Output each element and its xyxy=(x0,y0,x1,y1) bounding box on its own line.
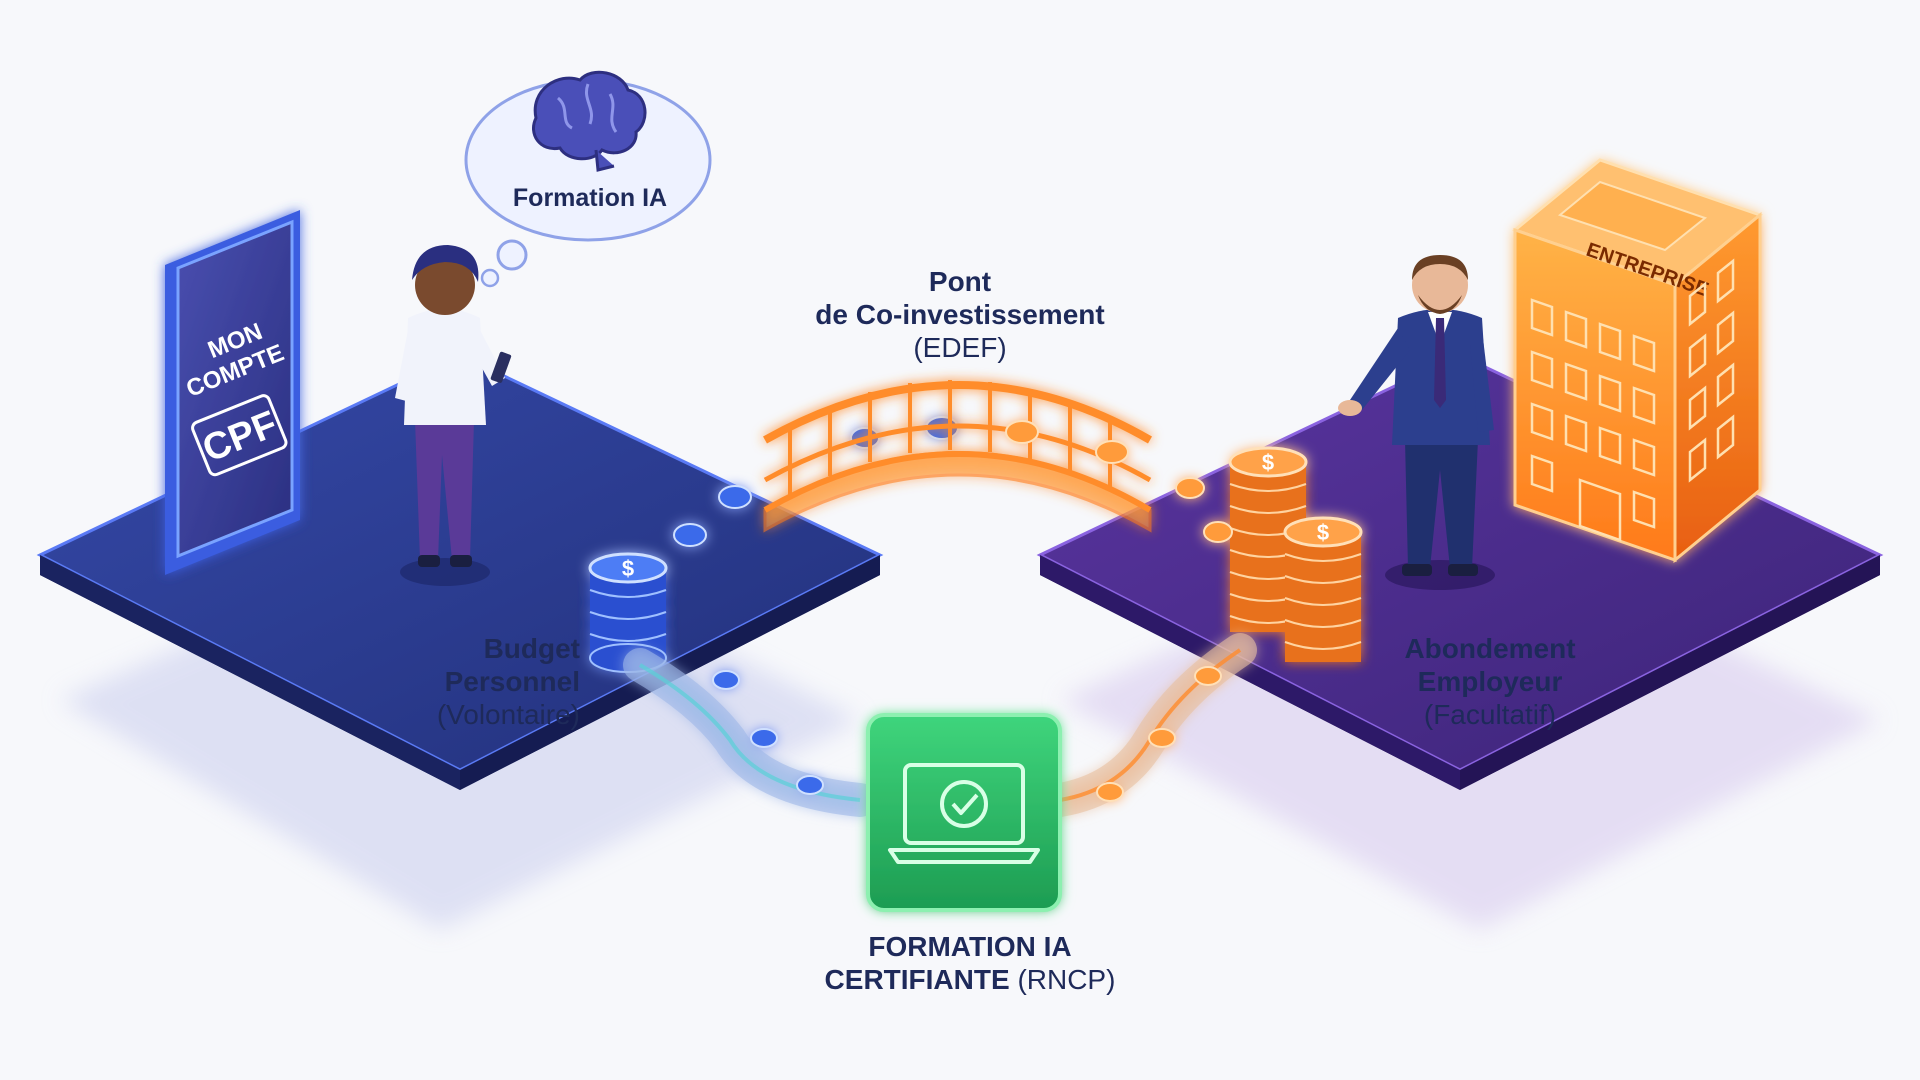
abondement-label-line2: Employeur xyxy=(1417,666,1563,698)
orange-flow-path xyxy=(1043,633,1257,817)
bubble-label: Formation IA xyxy=(512,184,668,212)
budget-label-line3: (Volontaire) xyxy=(436,699,580,731)
orange-coin-stacks: $ $ xyxy=(1175,446,1363,662)
certification-box xyxy=(866,713,1062,912)
abondement-label-line1: Abondement xyxy=(1404,633,1576,664)
abondement-label: Abondement Employeur (Facultatif) xyxy=(1360,632,1620,731)
abondement-label-line3: (Facultatif) xyxy=(1423,699,1557,731)
budget-label: Budget Personnel (Volontaire) xyxy=(360,632,580,731)
brain-icon xyxy=(532,70,647,172)
formation-label-line2-regular: (RNCP) xyxy=(1017,964,1116,996)
thought-bubble xyxy=(464,70,712,288)
bridge-label-line1: Pont xyxy=(928,266,992,297)
bridge-label-line3: (EDEF) xyxy=(913,332,1007,364)
coin-icon: $ xyxy=(1317,520,1329,545)
bridge-label: Pont de Co-investissement (EDEF) xyxy=(760,265,1160,364)
coin-icon: $ xyxy=(1262,450,1274,475)
formation-label-line2-bold: CERTIFIANTE xyxy=(824,964,1010,996)
coin-icon: $ xyxy=(622,556,634,581)
bridge-label-line2: de Co-investissement xyxy=(815,299,1105,331)
entreprise-building: ENTREPRISE xyxy=(1511,158,1764,564)
co-investment-bridge xyxy=(763,380,1153,533)
budget-label-line2: Personnel xyxy=(444,666,580,698)
formation-label: FORMATION IA CERTIFIANTE (RNCP) xyxy=(780,930,1160,996)
budget-label-line1: Budget xyxy=(483,633,580,664)
blue-flow-path xyxy=(623,648,877,817)
laptop-check-icon xyxy=(888,763,1040,864)
man-figure xyxy=(1338,255,1495,590)
woman-figure xyxy=(395,245,512,586)
formation-label-line1: FORMATION IA xyxy=(868,931,1072,962)
phone-cpf: MON COMPTE CPF xyxy=(165,210,300,575)
